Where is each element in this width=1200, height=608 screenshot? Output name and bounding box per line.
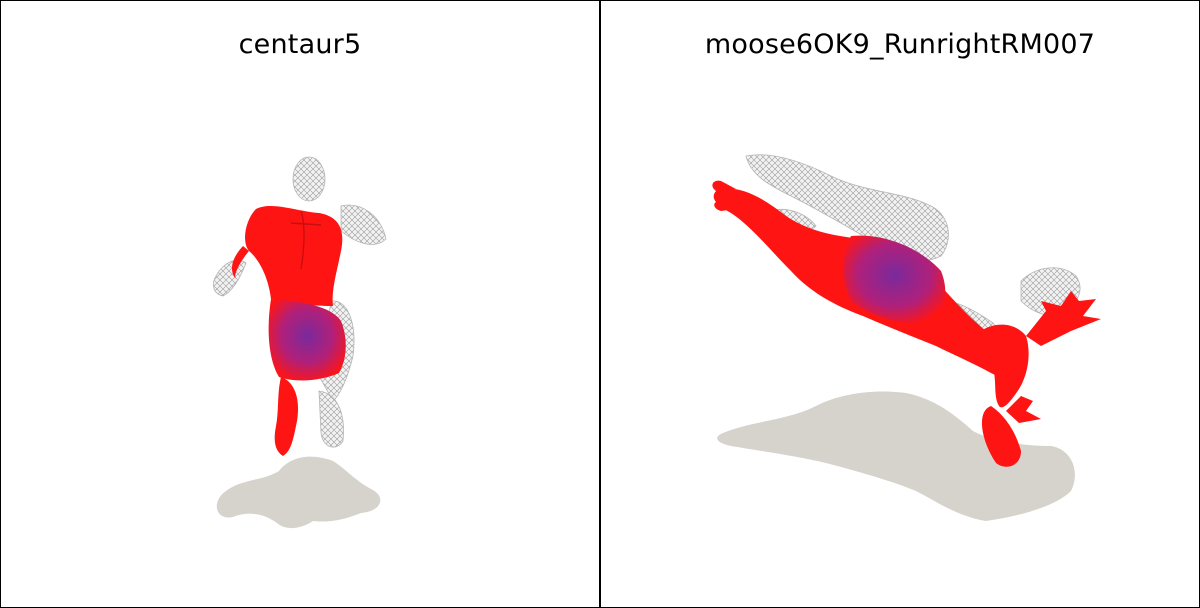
moose-body xyxy=(712,180,1101,467)
centaur-body xyxy=(231,205,346,456)
panel-title: moose6OK9_RunrightRM007 xyxy=(704,29,1096,60)
panel-divider xyxy=(599,0,601,608)
panel-title: centaur5 xyxy=(238,29,362,60)
panel-moose: moose6OK9_RunrightRM007 xyxy=(601,1,1199,607)
centaur-shadow xyxy=(216,456,381,529)
moose-shadow xyxy=(717,391,1075,521)
centaur-render xyxy=(212,156,387,529)
moose-render xyxy=(712,154,1101,521)
panel-centaur: centaur5 xyxy=(1,1,599,607)
